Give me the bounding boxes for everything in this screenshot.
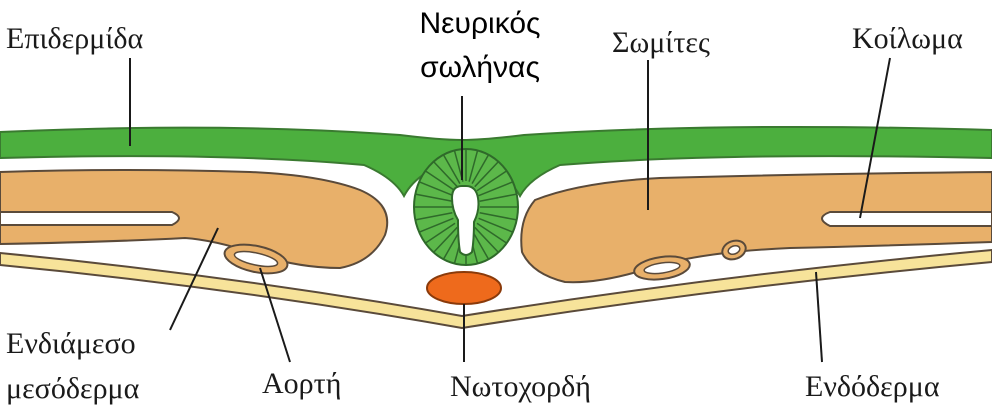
coelom-left — [0, 212, 179, 225]
label-neural-tube-line1: Νευρικός — [420, 7, 541, 40]
notochord-shape — [427, 272, 501, 304]
label-aorta: Αορτή — [262, 367, 341, 400]
leader-aorta — [260, 268, 290, 362]
label-intermediate-mesoderm-line2: μεσόδερμα — [6, 372, 140, 405]
label-notochord: Νωτοχορδή — [450, 370, 591, 403]
neural-tube — [414, 149, 518, 265]
coelom-right — [822, 212, 992, 226]
label-epidermis: Επιδερμίδα — [6, 22, 144, 55]
leader-endoderm — [816, 272, 822, 362]
label-somites: Σωμίτες — [612, 26, 710, 59]
label-neural-tube-line2: σωλήνας — [420, 51, 540, 84]
label-intermediate-mesoderm-line1: Ενδιάμεσο — [6, 327, 136, 360]
label-coelom: Κοίλωμα — [852, 22, 963, 55]
label-endoderm: Ενδόδερμα — [805, 370, 940, 403]
